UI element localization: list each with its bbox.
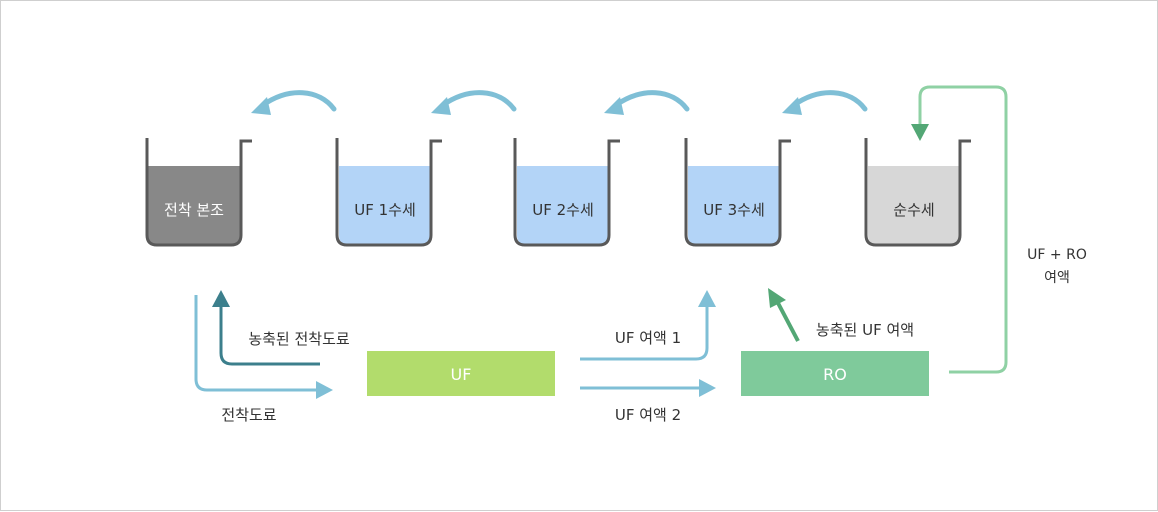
- concentrated-uf-permeate-label: 농축된 UF 여액: [816, 321, 914, 339]
- ro-unit-label: RO: [823, 365, 847, 384]
- concentrated-paint-return-arrow: [212, 290, 320, 366]
- return-arrow-3: [604, 90, 690, 115]
- return-arrow-4: [782, 90, 868, 115]
- uf-permeate-2-arrow: [580, 379, 716, 397]
- tank-outline: [335, 138, 442, 247]
- tank-liquid: [147, 166, 241, 245]
- tank-label: UF 3수세: [703, 201, 765, 219]
- tank-label: 전착 본조: [164, 201, 224, 219]
- uf-ro-permeate-label-line1: UF + RO: [1027, 247, 1087, 263]
- uf-unit-label: UF: [451, 365, 472, 384]
- tank-uf-rinse-2: UF 2수세: [513, 138, 620, 247]
- uf-ro-permeate-label-line2: 여액: [1044, 270, 1070, 286]
- tank-outline: [145, 138, 252, 247]
- loop-arrowhead: [911, 124, 929, 141]
- tank-outline: [513, 138, 620, 247]
- tank-uf-rinse-3: UF 3수세: [684, 138, 791, 247]
- tank-uf-rinse-1: UF 1수세: [335, 138, 442, 247]
- tank-electrodeposition-bath: 전착 본조: [145, 138, 252, 247]
- uf-ro-permeate-loop: [911, 85, 1008, 374]
- tank-liquid: [688, 166, 780, 245]
- tank-liquid: [868, 166, 960, 245]
- tank-label: 순수세: [893, 201, 934, 219]
- tank-liquid: [517, 166, 609, 245]
- concentrated-uf-permeate-arrow: [768, 288, 800, 342]
- return-arrow-2: [431, 90, 517, 115]
- return-arrow-1: [251, 90, 337, 115]
- uf-permeate-2-label: UF 여액 2: [615, 406, 681, 424]
- uf-permeate-1-label: UF 여액 1: [615, 329, 681, 347]
- tank-liquid: [339, 166, 431, 245]
- tank-outline: [684, 138, 791, 247]
- tank-outline: [864, 138, 971, 247]
- uf-permeate-1-arrow: [580, 290, 716, 361]
- tank-label: UF 1수세: [354, 201, 416, 219]
- concentrated-paint-label: 농축된 전착도료: [248, 330, 350, 348]
- tank-label: UF 2수세: [532, 201, 594, 219]
- uf-unit: UF: [367, 351, 555, 396]
- tank-pure-water-rinse: 순수세: [864, 138, 971, 247]
- paint-label: 전착도료: [221, 406, 276, 424]
- paint-feed-arrow: [194, 295, 333, 399]
- ro-unit: RO: [741, 351, 929, 396]
